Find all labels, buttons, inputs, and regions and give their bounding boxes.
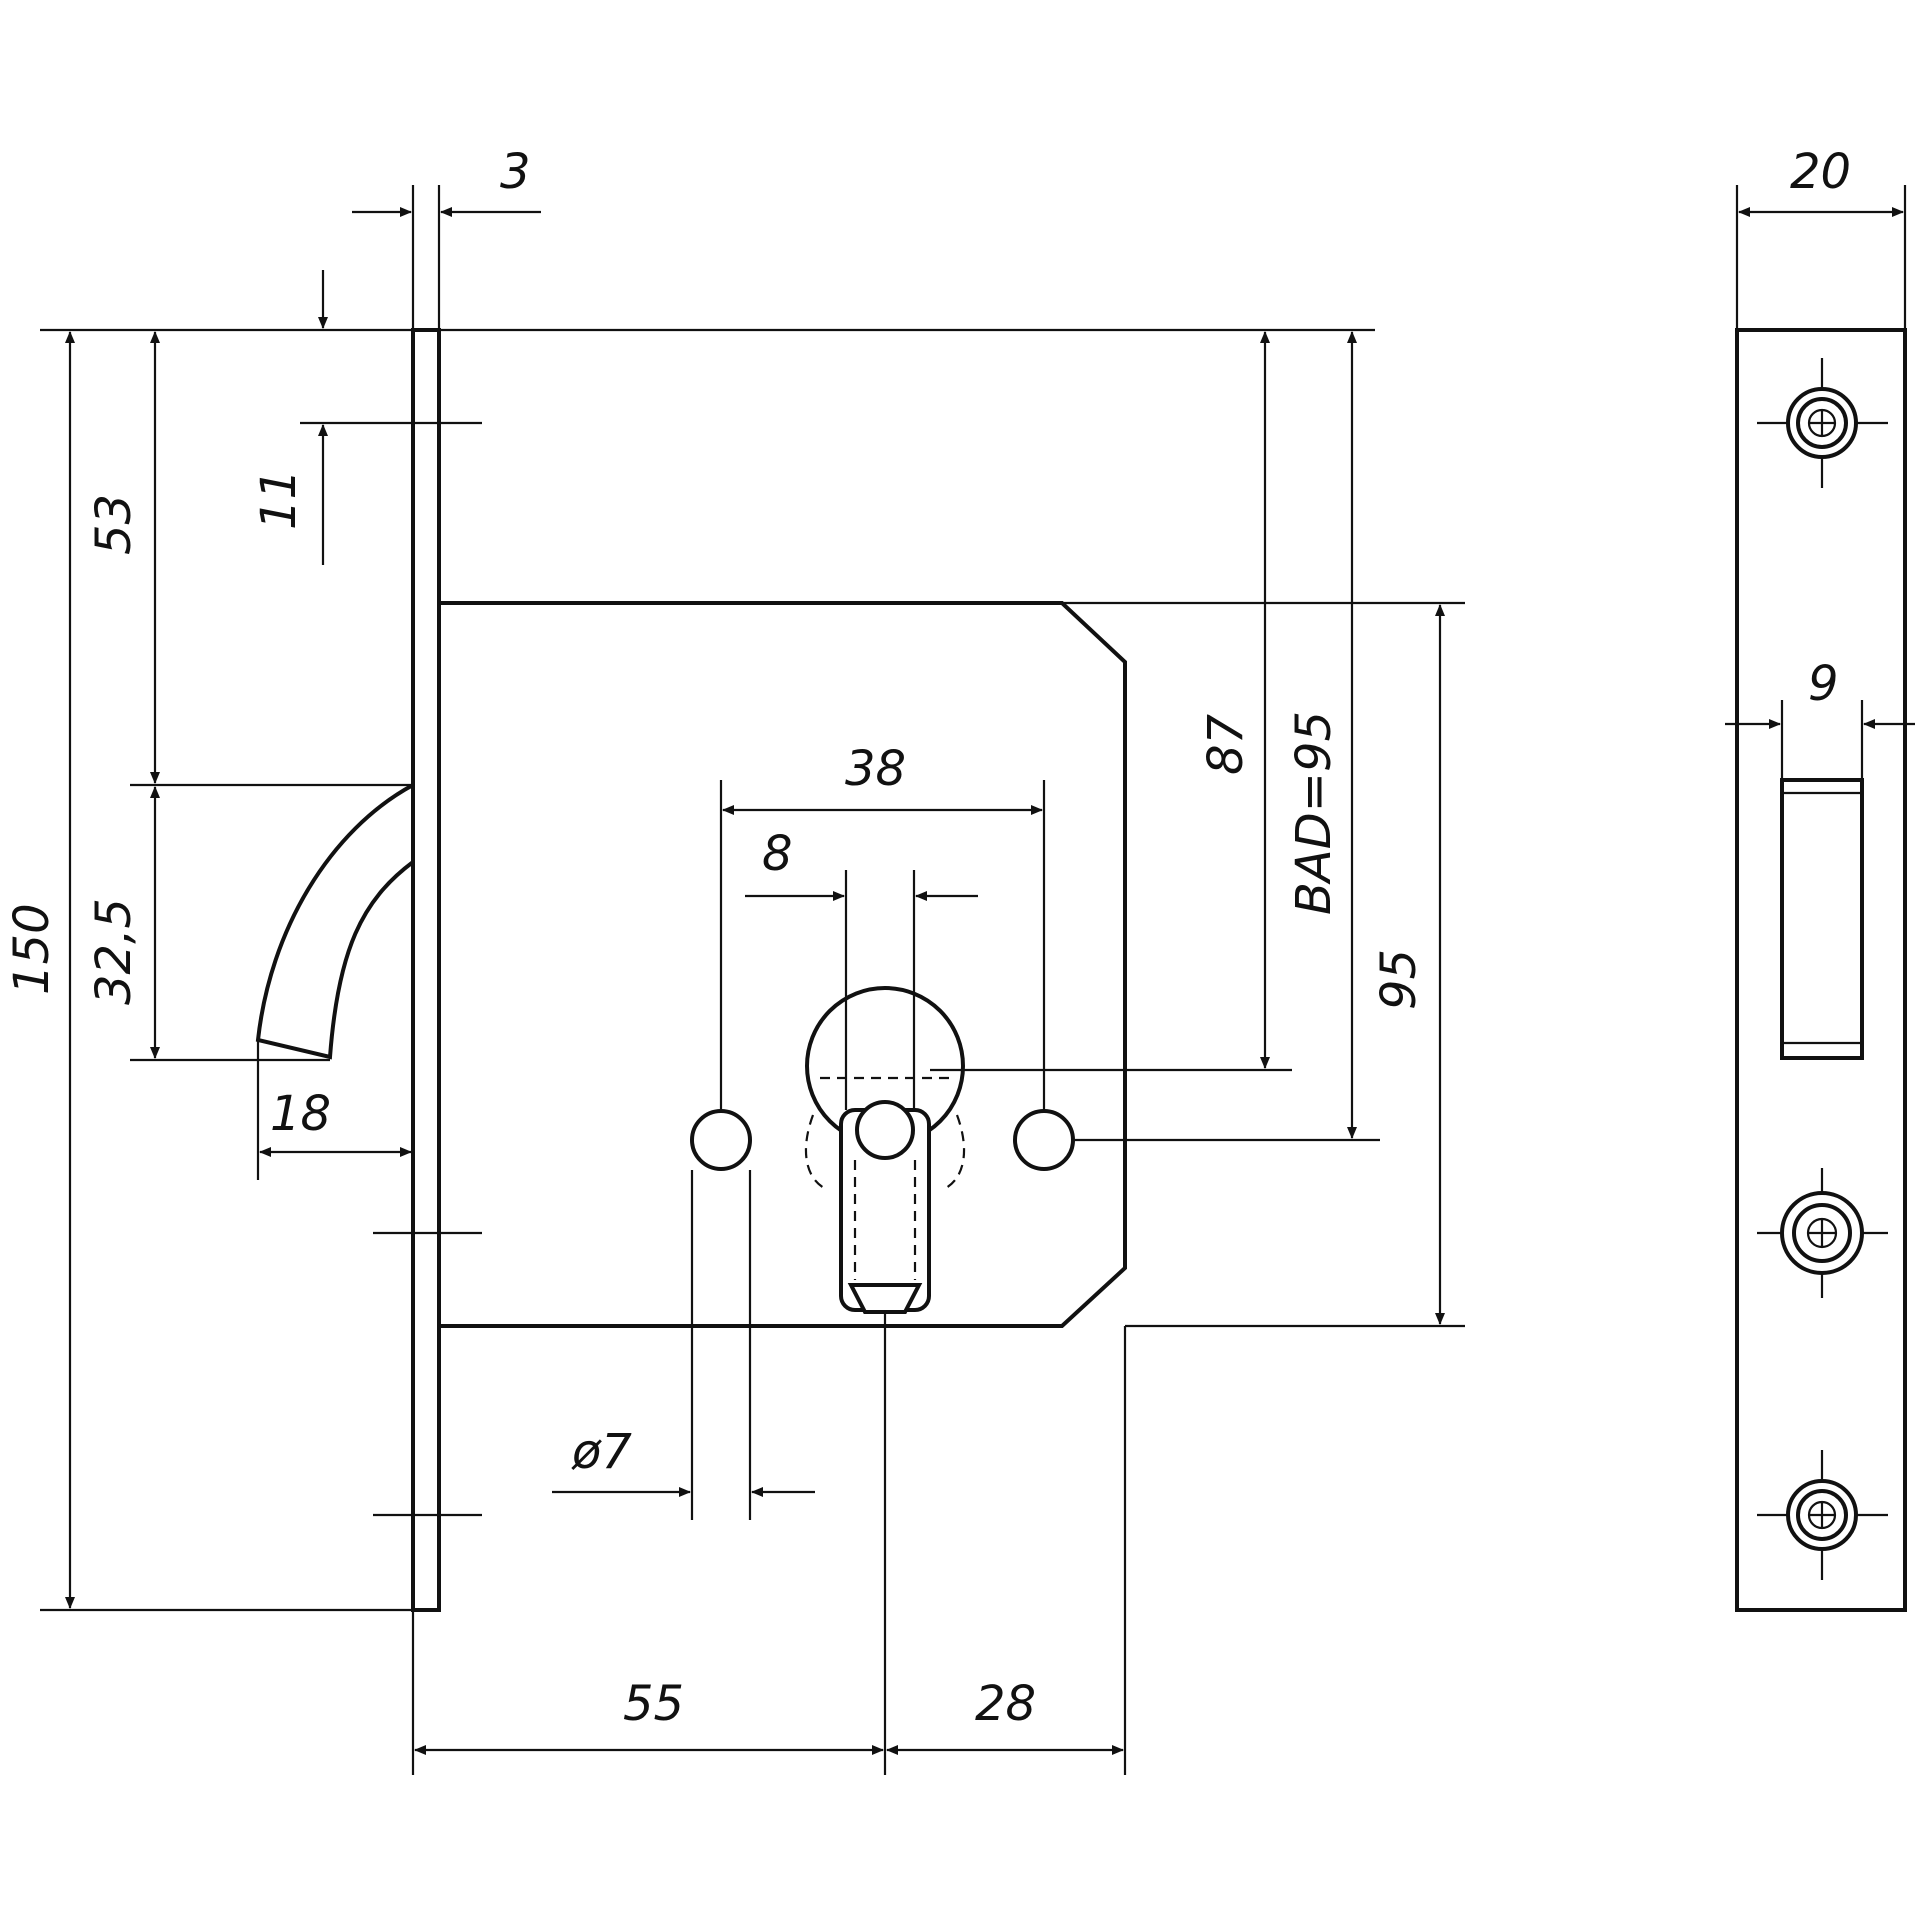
- dim-20: 20: [1790, 144, 1851, 200]
- dim-53: 53: [86, 494, 142, 555]
- dimension-lines: [65, 207, 1445, 1755]
- dim-28: 28: [975, 1676, 1036, 1732]
- faceplate: [411, 328, 441, 1612]
- dim-55: 55: [623, 1676, 684, 1732]
- screw-hole-top: [1757, 358, 1888, 488]
- screw-hole-bottom: [1757, 1450, 1888, 1580]
- lock-case: [439, 601, 1127, 1328]
- dim-bad-95: BAD=95: [1286, 711, 1342, 915]
- dim-11: 11: [251, 469, 307, 530]
- front-view: 3 11 53 150 32,5 18 38 8 87 BAD=95 95 ø7…: [4, 144, 1465, 1775]
- dim-150: 150: [4, 903, 60, 995]
- screw-hole-middle: [1757, 1168, 1888, 1298]
- dim-87: 87: [1198, 713, 1254, 775]
- dim-38: 38: [845, 741, 906, 797]
- dim-o7: ø7: [571, 1424, 632, 1480]
- side-faceplate: [1735, 328, 1907, 1612]
- right-handle-hole: [1013, 1109, 1075, 1171]
- side-view: 20 9: [1725, 144, 1915, 1612]
- dim-32-5: 32,5: [86, 898, 142, 1005]
- left-handle-hole: [690, 1109, 752, 1171]
- dim-18: 18: [270, 1086, 331, 1142]
- dim-95: 95: [1371, 949, 1427, 1010]
- hook-bolt: [255, 783, 415, 1060]
- dim-8: 8: [762, 826, 793, 882]
- cylinder-profile: [804, 986, 966, 1314]
- dim-9: 9: [1808, 656, 1839, 712]
- dim-3: 3: [500, 144, 531, 200]
- bolt-slot: [1780, 778, 1864, 1060]
- extension-lines: [40, 185, 1465, 1775]
